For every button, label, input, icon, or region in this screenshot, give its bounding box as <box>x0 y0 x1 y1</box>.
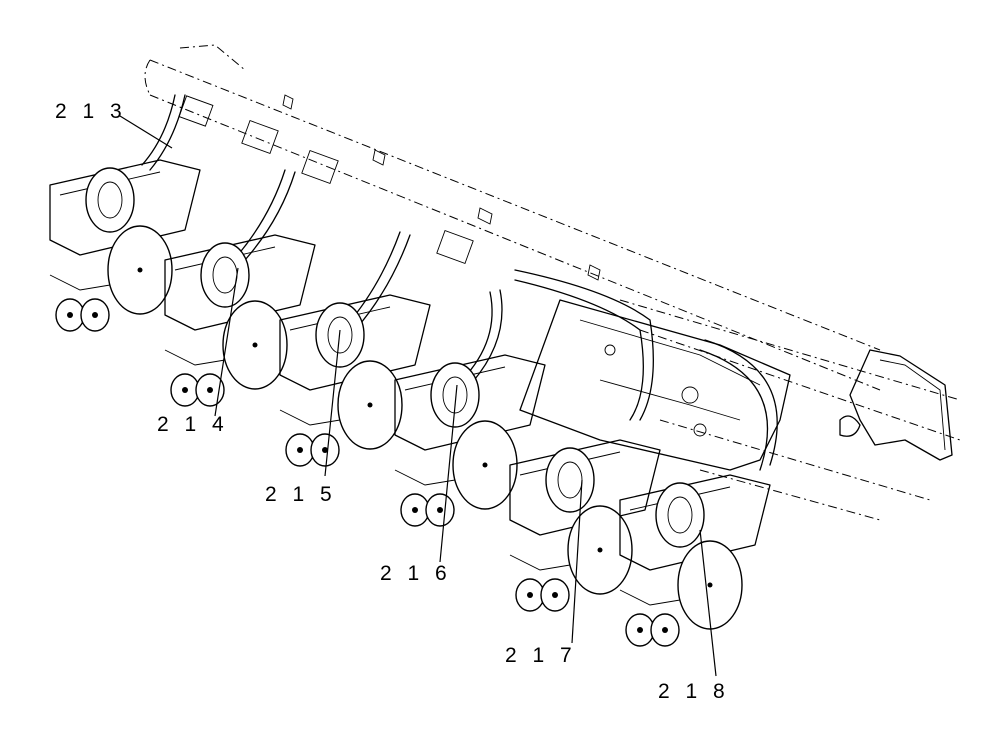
seed-hoses <box>141 94 778 471</box>
callout-217: 2 1 7 <box>505 644 577 667</box>
row-unit-2 <box>164 234 316 407</box>
toolbar-frame <box>144 44 961 521</box>
leader-217 <box>571 479 583 644</box>
row-unit-6 <box>619 474 771 647</box>
mounting-hardware <box>178 94 601 281</box>
callout-214: 2 1 4 <box>157 413 229 436</box>
row-unit-1 <box>49 159 201 332</box>
hitch-bracket <box>839 349 953 461</box>
callout-215: 2 1 5 <box>265 483 337 506</box>
row-unit-3 <box>279 294 431 467</box>
leader-213 <box>119 115 173 149</box>
callout-216: 2 1 6 <box>380 562 452 585</box>
leader-218 <box>699 529 717 677</box>
leader-214 <box>214 267 239 417</box>
row-unit-5 <box>509 439 661 612</box>
leader-216 <box>439 384 458 563</box>
callout-218: 2 1 8 <box>658 680 730 703</box>
row-unit-4 <box>394 354 546 527</box>
callout-213: 2 1 3 <box>55 100 127 123</box>
leader-215 <box>324 329 341 477</box>
center-frame <box>519 299 791 471</box>
